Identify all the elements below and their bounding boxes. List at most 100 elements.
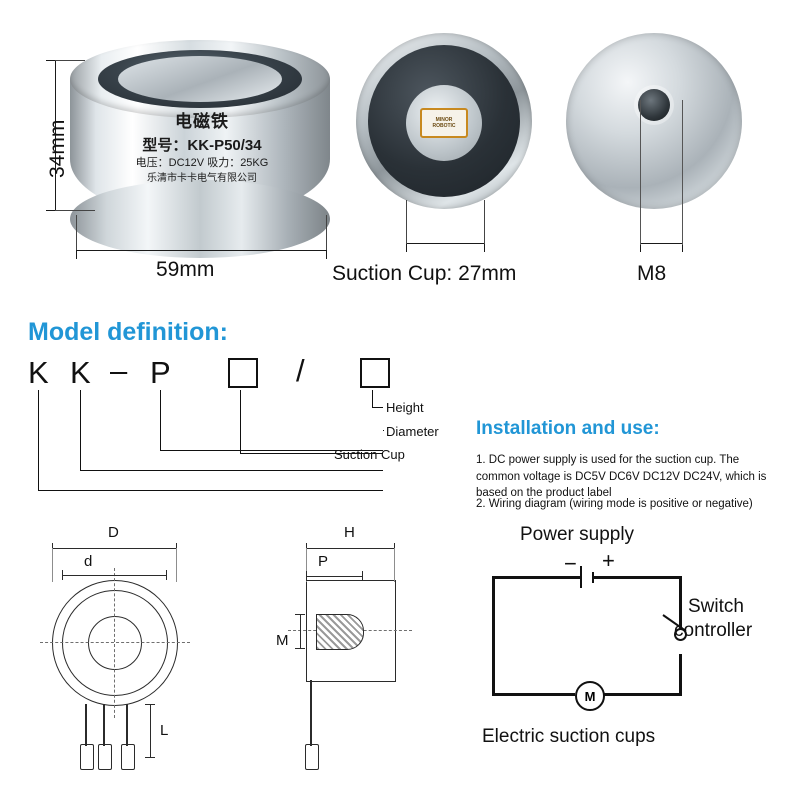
thread-hole — [638, 89, 670, 121]
leader-h-1 — [38, 490, 383, 491]
wire-left — [492, 576, 495, 696]
suction-cup-core: MINOR ROBOTIC — [406, 85, 482, 161]
label-model-value: KK-P50/34 — [187, 136, 262, 154]
diameter-dim-tick-left — [76, 241, 77, 259]
motor-symbol-text: M — [584, 688, 596, 704]
m8-dim-line — [640, 243, 682, 244]
side-view-thread-section — [316, 614, 364, 650]
side-view-H-ext-l — [306, 548, 307, 582]
cylinder-top — [70, 40, 330, 118]
height-dim-label: 34mm — [46, 119, 69, 178]
L-label: L — [160, 722, 169, 739]
front-view-inner-circle — [88, 616, 142, 670]
callout-height: Height — [386, 400, 424, 415]
power-supply-label: Power supply — [520, 524, 635, 545]
installation-item-2: 2. Wiring diagram (wiring mode is positi… — [476, 498, 753, 510]
front-wire-3 — [126, 704, 128, 746]
leader-h-4 — [240, 453, 383, 454]
front-view-d-line — [62, 575, 166, 576]
front-view-D-label: D — [108, 524, 119, 541]
circuit-caption: Electric suction cups — [482, 726, 656, 747]
m8-caption: M8 — [637, 262, 667, 285]
label-company: 乐清市卡卡电气有限公司 — [147, 173, 257, 185]
product-label: 电磁铁 型号：KK-P50/34 电压：DC12V 吸力：25KG 乐清市卡卡电… — [104, 110, 300, 206]
label-spec: 电压：DC12V 吸力：25KG — [135, 157, 269, 170]
cylinder-top-face — [118, 56, 282, 102]
core-badge: MINOR ROBOTIC — [420, 108, 468, 138]
installation-title: Installation and use: — [476, 418, 660, 439]
diameter-ext-left — [76, 215, 77, 250]
core-badge-line2: ROBOTIC — [432, 123, 456, 129]
wire-top-right — [592, 576, 682, 579]
side-view-body — [306, 580, 396, 682]
m8-ext-right — [682, 100, 683, 245]
front-wire-terminal-2 — [98, 744, 112, 770]
front-wire-terminal-3 — [121, 744, 135, 770]
leader-v-2 — [80, 390, 81, 470]
leader-v-5 — [372, 390, 373, 407]
model-definition-title: Model definition: — [28, 318, 228, 346]
height-dim-line — [55, 60, 56, 210]
suction-cup-symbol: M — [575, 681, 605, 711]
side-view-P-tick-r — [362, 571, 363, 581]
leader-dot — [383, 430, 384, 431]
suctioncup-ext-right — [484, 200, 485, 244]
L-dim-line — [150, 704, 151, 758]
diameter-dim-line — [76, 250, 326, 251]
product-photo-perspective: 电磁铁 型号：KK-P50/34 电压：DC12V 吸力：25KG 乐清市卡卡电… — [70, 40, 330, 258]
leader-h-2 — [80, 470, 383, 471]
callout-diameter: Diameter — [386, 424, 439, 439]
side-view-M-tick-b — [295, 648, 305, 649]
side-view-H-line — [306, 548, 394, 549]
front-view-centerline-v — [114, 568, 115, 718]
front-view-mid-circle — [62, 590, 168, 696]
power-minus-label: − — [564, 551, 577, 576]
front-view-d-tick-r — [166, 570, 167, 580]
leader-v-4 — [240, 390, 241, 453]
front-view-D-ext-r — [176, 548, 177, 582]
side-view-H-label: H — [344, 524, 355, 541]
leader-h-5 — [372, 407, 383, 408]
front-wire-1 — [85, 704, 87, 746]
product-photo-bottom-view: MINOR ROBOTIC — [356, 33, 532, 209]
side-view-M-tick-t — [295, 614, 305, 615]
front-view-D-line — [52, 548, 176, 549]
wire-bottom-right — [601, 693, 682, 696]
product-photo-top-view — [566, 33, 742, 209]
callout-suction-cup: Suction Cup — [334, 447, 405, 462]
height-ext-bottom — [55, 210, 95, 211]
label-model-prefix: 型号： — [142, 136, 188, 154]
core-badge-line1: MINOR — [435, 116, 453, 123]
model-char-slash: / — [296, 353, 305, 388]
leader-v-1 — [38, 390, 39, 490]
diameter-dim-label: 59mm — [156, 258, 215, 281]
front-view-outer-circle — [52, 580, 178, 706]
side-view-M-label: M — [276, 632, 289, 649]
switch-label-line2: controller — [674, 620, 753, 641]
front-view-d-tick-l — [62, 570, 63, 580]
suctioncup-ext-left — [406, 200, 407, 244]
height-ext-top — [55, 60, 85, 61]
model-char-k2: K — [70, 355, 91, 390]
wire-top-left — [492, 576, 582, 579]
model-char-k1: K — [28, 355, 49, 390]
model-box-height — [360, 358, 390, 388]
side-view-P-line — [306, 576, 362, 577]
side-wire — [310, 680, 312, 746]
side-view-P-label: P — [318, 553, 329, 570]
side-view-P-tick-l — [306, 571, 307, 581]
label-model: 型号：KK-P50/34 — [104, 135, 300, 157]
leader-h-3 — [160, 450, 383, 451]
side-view-M-line — [300, 614, 301, 648]
model-char-p: P — [150, 355, 171, 390]
model-box-suction-cup — [228, 358, 258, 388]
leader-v-3 — [160, 390, 161, 450]
diameter-ext-right — [326, 215, 327, 250]
front-wire-terminal-1 — [80, 744, 94, 770]
L-tick-top — [145, 704, 155, 705]
installation-item-1: 1. DC power supply is used for the sucti… — [476, 454, 767, 500]
switch-pivot-icon — [674, 628, 687, 641]
suctioncup-caption: Suction Cup: 27mm — [332, 262, 517, 285]
m8-ext-left — [640, 100, 641, 245]
front-view-d-label: d — [84, 553, 93, 570]
